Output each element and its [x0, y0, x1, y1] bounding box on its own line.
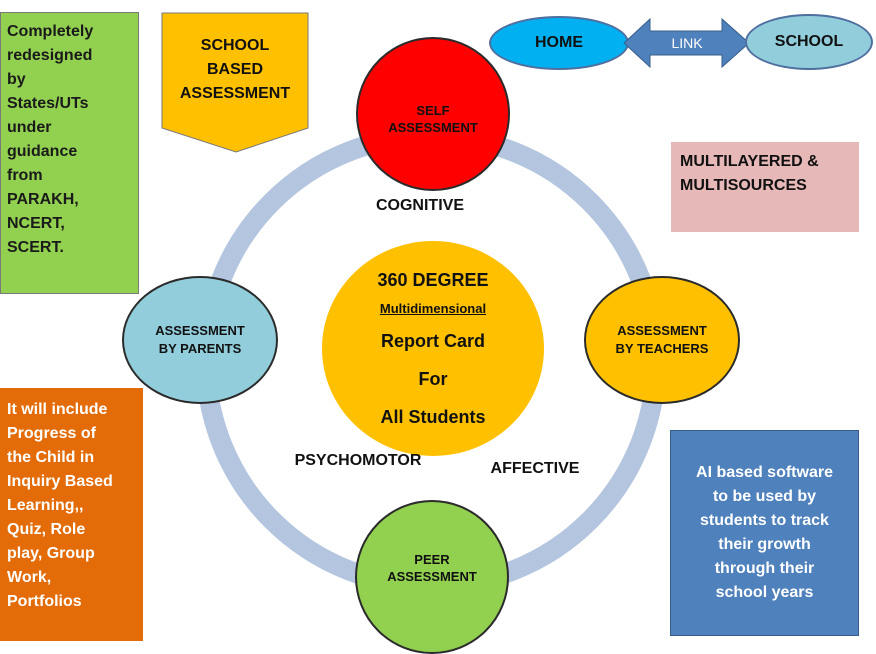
- assessment-by-teachers-circle: ASSESSMENT BY TEACHERS: [584, 276, 740, 404]
- center-line-multidimensional: Multidimensional: [379, 301, 487, 316]
- home-oval: HOME: [489, 16, 629, 70]
- center-line-report-card: Report Card: [380, 331, 485, 351]
- state-redesign-note-box: Completely redesigned by States/UTs unde…: [0, 12, 139, 294]
- ai-software-note-box: AI based software to be used by students…: [670, 430, 859, 636]
- psychomotor-label: PSYCHOMOTOR: [294, 452, 422, 469]
- center-line-360-degree: 360 DEGREE: [377, 270, 489, 290]
- affective-label: AFFECTIVE: [490, 460, 580, 477]
- center-line-for: For: [418, 369, 448, 389]
- peer-assessment-circle: PEER ASSESSMENT: [355, 500, 509, 654]
- assessment-by-parents-circle: ASSESSMENT BY PARENTS: [122, 276, 278, 404]
- school-based-assessment-label: SCHOOL BASED ASSESSMENT: [179, 37, 291, 102]
- assessment-by-teachers-label: ASSESSMENT BY TEACHERS: [615, 323, 709, 356]
- cognitive-label: COGNITIVE: [375, 197, 464, 214]
- school-label: SCHOOL: [774, 33, 844, 50]
- school-based-assessment-tag: [161, 12, 309, 153]
- self-assessment-label: SELF ASSESSMENT: [388, 103, 478, 135]
- center-line-all-students: All Students: [380, 407, 486, 427]
- home-label: HOME: [535, 34, 583, 51]
- report-card-center-circle: 360 DEGREE Multidimensional Report Card …: [322, 241, 544, 456]
- peer-assessment-label: PEER ASSESSMENT: [387, 552, 477, 584]
- school-oval: SCHOOL: [745, 14, 873, 70]
- inclusion-note-box: It will include Progress of the Child in…: [0, 388, 143, 641]
- assessment-by-parents-label: ASSESSMENT BY PARENTS: [155, 323, 245, 356]
- multilayered-multisources-box: MULTILAYERED & MULTISOURCES: [671, 142, 859, 232]
- link-label: LINK: [671, 35, 703, 51]
- self-assessment-circle: SELF ASSESSMENT: [356, 37, 510, 191]
